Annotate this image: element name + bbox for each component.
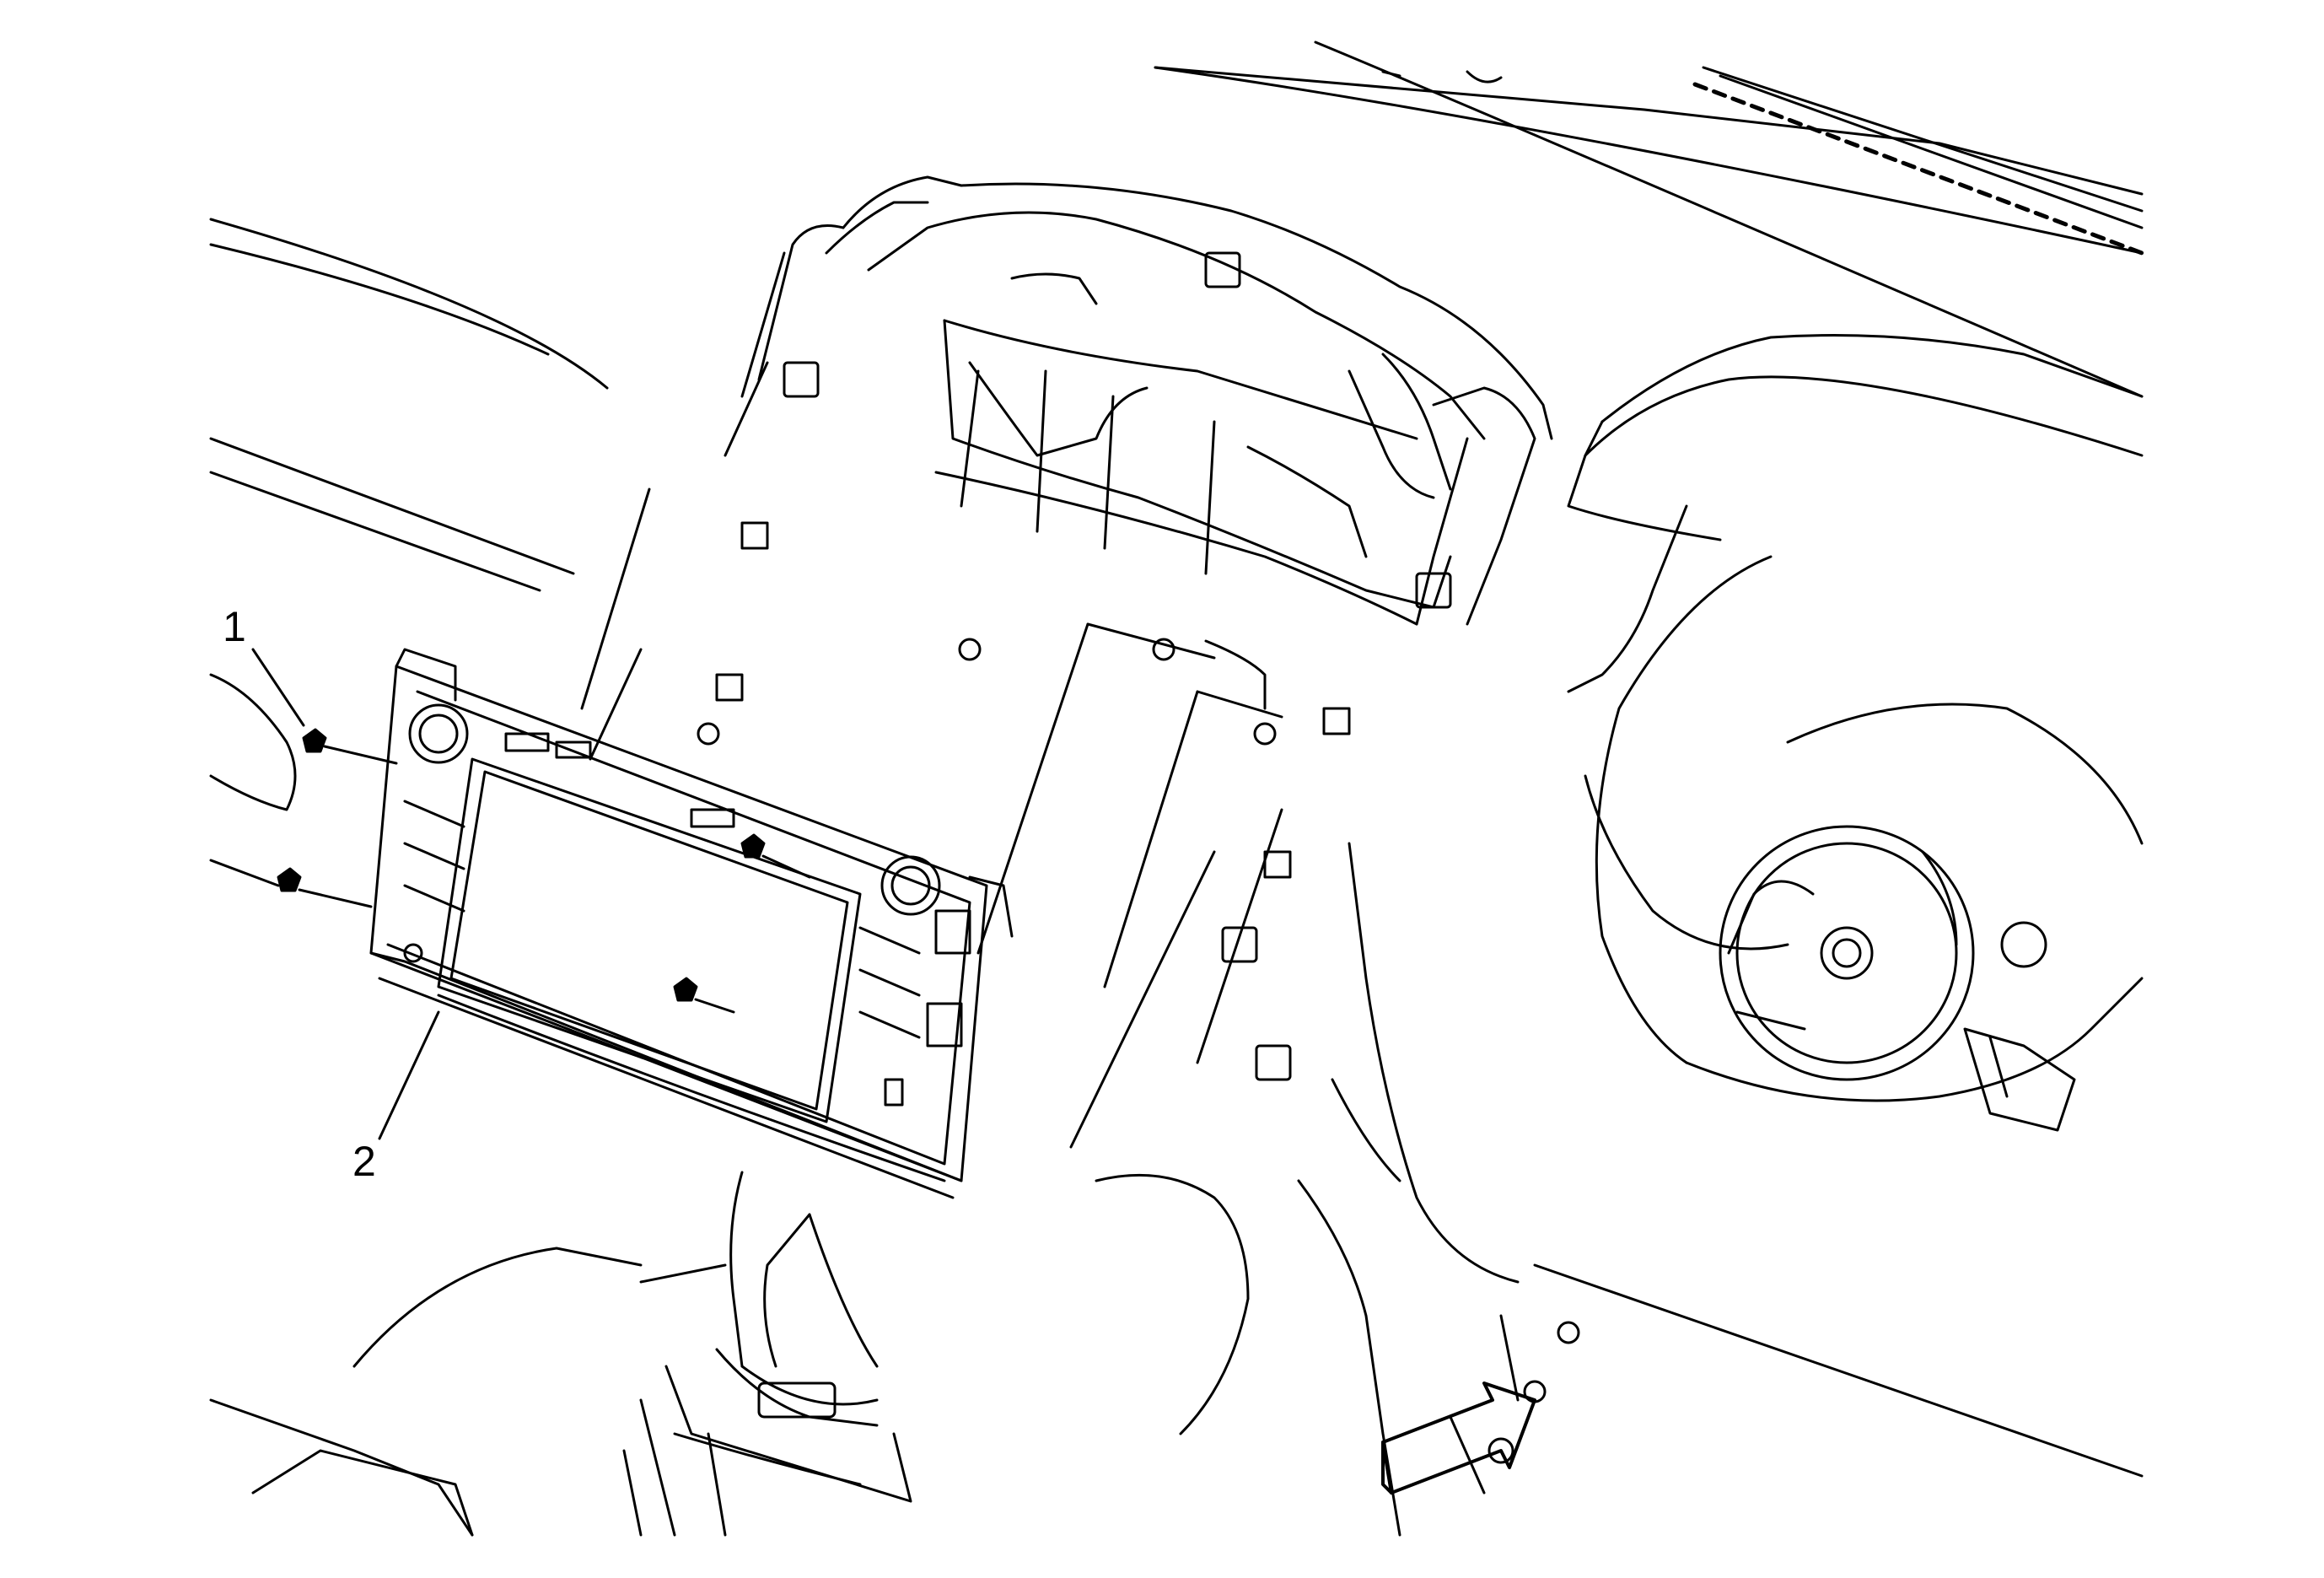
- screws: [277, 728, 766, 1002]
- callout-1: 1: [223, 603, 246, 650]
- mounting-brackets: [697, 251, 1452, 1081]
- forward-arrow-icon: [1381, 1381, 1536, 1495]
- dashboard-top: [1154, 40, 2144, 398]
- lower-dash-panel: [1095, 842, 2144, 1537]
- screw-shafts: [298, 745, 811, 1014]
- shifter-console: [622, 1171, 912, 1537]
- dashboard-left: [209, 218, 643, 1537]
- callout-2: 2: [352, 1138, 376, 1185]
- steering-column: [1567, 334, 2144, 1132]
- radio-unit: [369, 648, 1014, 1199]
- center-stack-frame: [724, 175, 1553, 710]
- callout-leaders: [251, 648, 440, 1140]
- alignment-guides: [580, 487, 1283, 1149]
